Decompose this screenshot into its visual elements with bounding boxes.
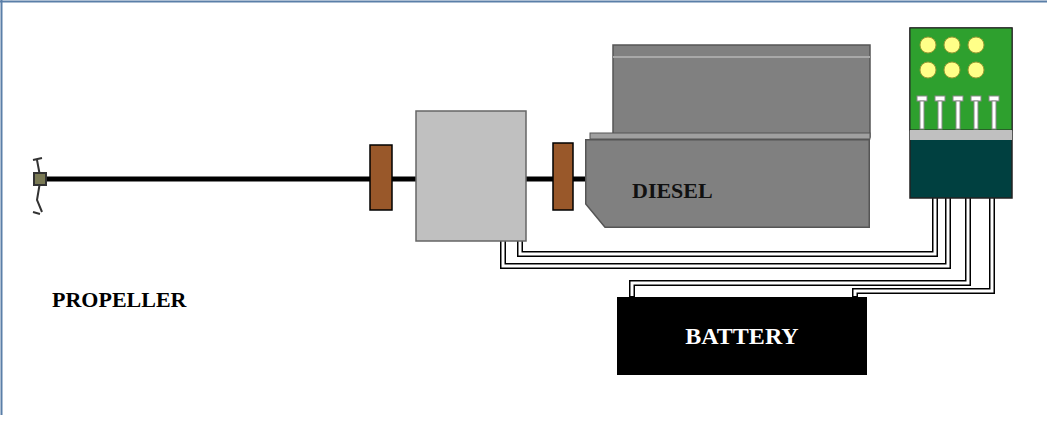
indicator-lamp: [920, 37, 936, 53]
indicator-lamp: [968, 37, 984, 53]
diesel-engine: DIESEL: [585, 139, 870, 228]
indicator-lamp: [944, 37, 960, 53]
indicator-lamp: [944, 62, 960, 78]
control-panel: [910, 28, 1012, 198]
shaft-coupling: [553, 143, 573, 210]
engine-body: [585, 139, 870, 228]
node-label: BATTERY: [685, 323, 798, 350]
shaft-coupling: [370, 145, 392, 210]
propeller-symbol: [33, 158, 46, 214]
switch: [971, 96, 981, 129]
switch: [953, 96, 963, 129]
node-label: DIESEL: [632, 178, 713, 204]
frame-line: [0, 1, 1047, 3]
engine-top: [590, 45, 870, 139]
frame-line: [1, 0, 3, 415]
switch: [989, 96, 999, 129]
motor-gearbox: [416, 111, 526, 241]
battery-box: BATTERY: [617, 297, 867, 375]
switch: [917, 96, 927, 129]
indicator-lamp: [920, 62, 936, 78]
part-label: PROPELLER: [52, 287, 186, 313]
switch: [935, 96, 945, 129]
indicator-lamp: [968, 62, 984, 78]
